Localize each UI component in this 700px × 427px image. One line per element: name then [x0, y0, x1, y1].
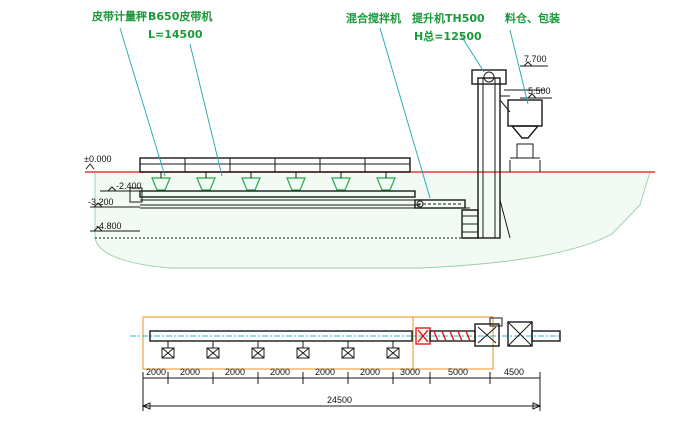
hopper-1: [151, 172, 171, 191]
plan-mixer: [415, 327, 476, 345]
callout-leaders: [119, 27, 529, 199]
dimension-segment: 4500: [504, 367, 524, 377]
plan-elevator: [474, 317, 503, 347]
elevation-marker-7700: 7.700: [520, 54, 548, 67]
plan-belt-conveyor: [149, 330, 413, 342]
belt-conveyor-label: B650皮带机: [148, 9, 212, 23]
plan-feeder-2: [206, 341, 220, 359]
belt-scale-label: 皮带计量秤: [91, 9, 147, 23]
elevation-label: -4.800: [96, 221, 122, 231]
dimension-total: 24500: [327, 395, 352, 405]
elevation-marker-m3200: -3.200: [88, 197, 140, 208]
elevation-label: -3.200: [88, 197, 114, 207]
elevator-height-label: H总=12500: [414, 29, 482, 43]
mixer-label: 混合搅拌机: [346, 11, 401, 25]
underground-pit: [94, 171, 651, 269]
hopper-5: [331, 172, 351, 191]
elevation-marker-m4800: -4.800: [90, 221, 140, 232]
plan-packing: [507, 321, 561, 347]
elevation-marker-0000: ±0.000: [84, 154, 111, 170]
plan-feeders: [161, 341, 400, 359]
bin-packing-station: [499, 89, 545, 172]
hopper-6: [376, 172, 396, 191]
dimension-segment: 3000: [400, 367, 420, 377]
plan-mixer-pit: [412, 316, 494, 370]
bucket-elevator: [461, 69, 511, 239]
plan-feeder-6: [386, 341, 400, 359]
plan-feeder-3: [251, 341, 265, 359]
elevation-label: 7.700: [524, 54, 547, 64]
dosing-hoppers: [151, 172, 396, 191]
elevation-view: 7.700 5.500 ±0.000 -2.400 -3.200 -4.800: [84, 9, 655, 269]
elevation-marker-5500: 5.500: [520, 86, 552, 99]
plan-view: 2000 2000 2000 2000 2000 2000 3000 5000 …: [130, 316, 561, 411]
plan-feeder-5: [341, 341, 355, 359]
belt-scale-frames: [139, 157, 411, 173]
bin-packing-label: 料仓、包装: [505, 11, 560, 25]
dimension-segment: 2000: [315, 367, 335, 377]
dimension-segment: 2000: [146, 367, 166, 377]
belt-length-label: L=14500: [148, 28, 203, 41]
elevation-label: -2.400: [116, 181, 142, 191]
dimension-segment: 5000: [448, 367, 468, 377]
plan-feeder-1: [161, 341, 175, 359]
plan-feeder-4: [296, 341, 310, 359]
dimension-segment: 2000: [180, 367, 200, 377]
dimension-chain: 2000 2000 2000 2000 2000 2000 3000 5000 …: [141, 367, 542, 411]
elevator-label: 提升机TH500: [412, 11, 485, 25]
hopper-3: [241, 172, 261, 191]
elevation-label: 5.500: [528, 86, 551, 96]
elevation-marker-m2400: -2.400: [100, 181, 142, 192]
dimension-segment: 2000: [360, 367, 380, 377]
elevation-label: ±0.000: [84, 154, 111, 164]
mixer-unit: [414, 199, 466, 209]
plan-pit-outline: [142, 316, 414, 370]
hopper-4: [286, 172, 306, 191]
dimension-segment: 2000: [225, 367, 245, 377]
hopper-2: [196, 172, 216, 191]
dimension-segment: 2000: [270, 367, 290, 377]
